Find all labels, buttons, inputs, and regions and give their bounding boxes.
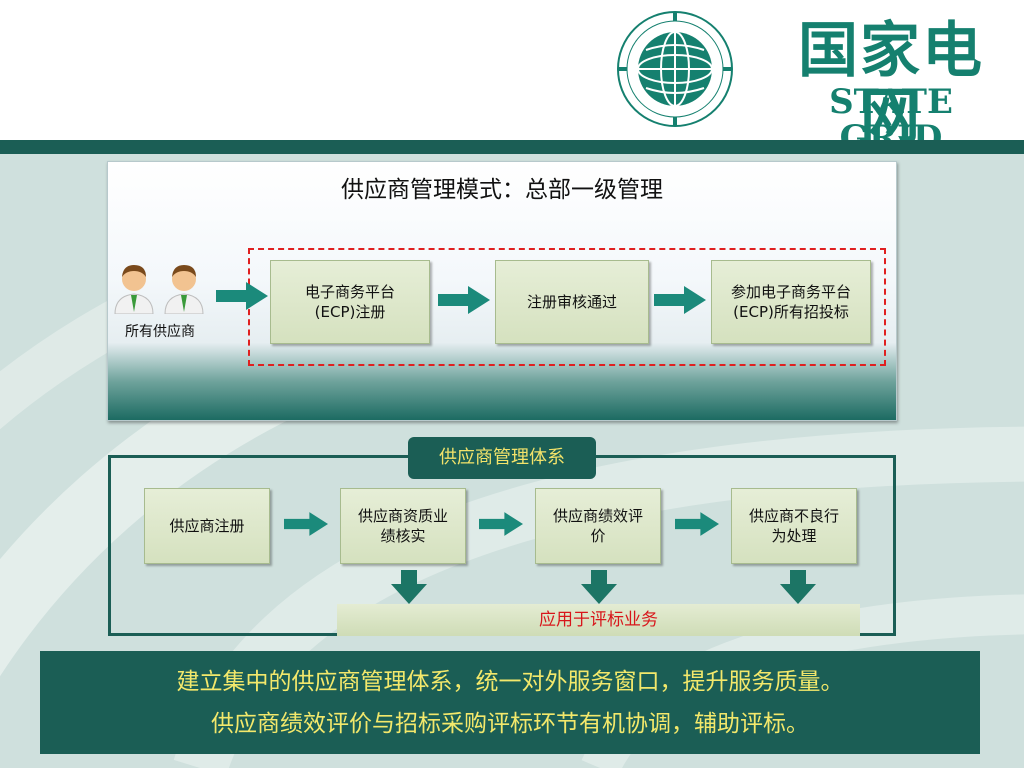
header (0, 0, 1024, 140)
state-grid-emblem-icon (617, 11, 733, 127)
arrow-right-icon (438, 286, 490, 314)
arrow-right-icon (479, 512, 523, 536)
supplier-registration-step: 供应商注册 (144, 488, 270, 564)
supplier-person-icon (164, 265, 204, 314)
summary-line-1: 建立集中的供应商管理体系，统一对外服务窗口，提升服务质量。 (176, 669, 844, 695)
misconduct-handling-step: 供应商不良行 为处理 (731, 488, 857, 564)
arrow-right-icon (216, 282, 268, 310)
logo-chinese-text: 国家电网 (798, 16, 984, 152)
arrow-right-icon (675, 512, 719, 536)
performance-evaluation-step: 供应商绩效评 价 (535, 488, 661, 564)
apply-to-bid-evaluation-bar: 应用于评标业务 (337, 604, 860, 636)
qualification-verification-step: 供应商资质业 绩核实 (340, 488, 466, 564)
summary-panel: 建立集中的供应商管理体系，统一对外服务窗口，提升服务质量。 供应商绩效评价与招标… (40, 651, 980, 754)
all-suppliers-label: 所有供应商 (125, 324, 195, 340)
management-system-tab: 供应商管理体系 (408, 437, 596, 479)
header-divider (0, 140, 1024, 154)
arrow-down-icon (581, 570, 617, 604)
ecp-bidding-step: 参加电子商务平台 (ECP)所有招投标 (711, 260, 871, 344)
arrow-down-icon (780, 570, 816, 604)
registration-approved-step: 注册审核通过 (495, 260, 649, 344)
supplier-person-icon (114, 265, 154, 314)
ecp-registration-step: 电子商务平台 (ECP)注册 (270, 260, 430, 344)
arrow-right-icon (654, 286, 706, 314)
arrow-right-icon (284, 512, 328, 536)
summary-line-2: 供应商绩效评价与招标采购评标环节有机协调，辅助评标。 (211, 711, 809, 737)
panel-title: 供应商管理模式：总部一级管理 (341, 177, 663, 203)
arrow-down-icon (391, 570, 427, 604)
